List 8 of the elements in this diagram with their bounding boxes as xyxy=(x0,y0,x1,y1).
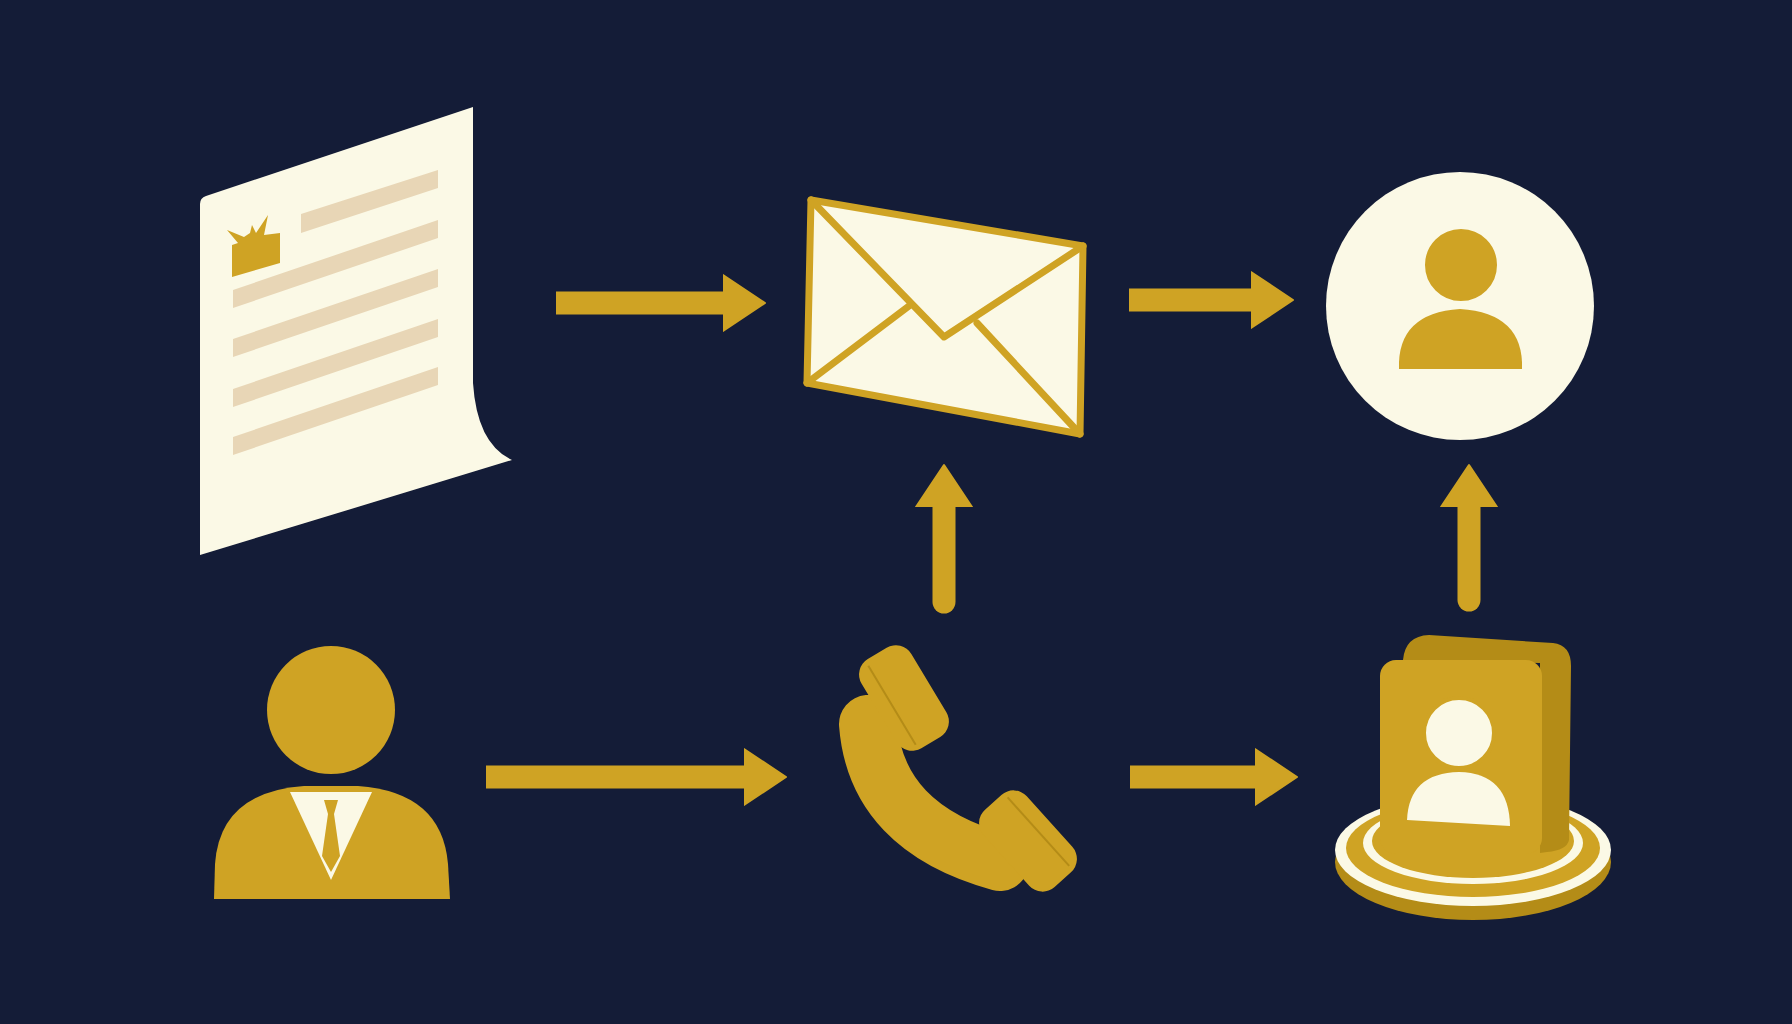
arrow xyxy=(915,464,973,614)
envelope-icon xyxy=(803,195,1089,439)
arrow xyxy=(1130,748,1298,806)
arrow xyxy=(1129,271,1294,329)
user-avatar-icon xyxy=(1325,171,1595,441)
arrow xyxy=(556,274,766,332)
arrow xyxy=(486,748,787,806)
arrow xyxy=(1440,464,1498,612)
